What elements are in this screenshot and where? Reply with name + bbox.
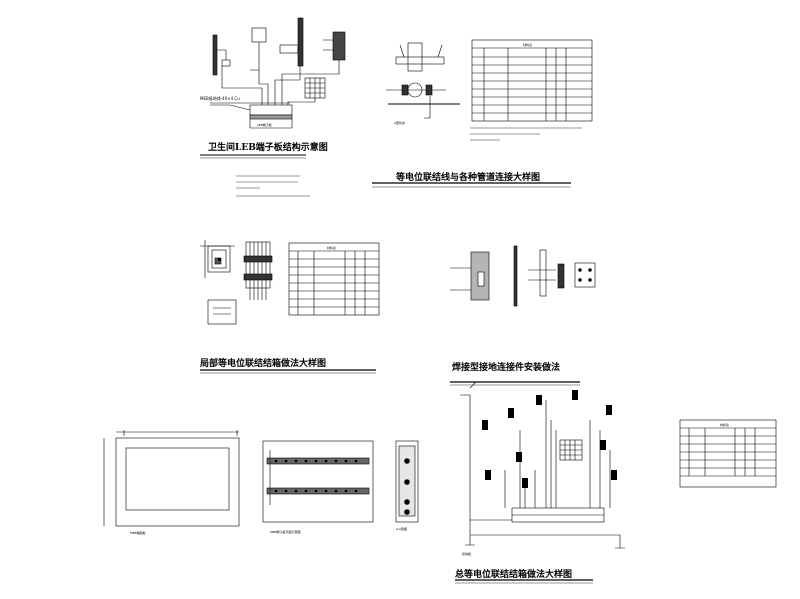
table-3-title: 材料表	[720, 422, 729, 427]
title-local-bond: 局部等电位联结结箱做法大样图	[200, 357, 326, 369]
main-bond-drawing	[460, 381, 625, 549]
title-main-bond: 总等电位联结结箱做法大样图	[455, 568, 572, 580]
local-bond-box-drawing	[200, 240, 273, 325]
pipe-bonding-drawing	[386, 42, 460, 119]
table-3	[679, 419, 777, 488]
meb-terminal-plan	[262, 440, 374, 523]
bathroom-leb-drawing	[210, 17, 346, 129]
title-steel-weld: 焊接型接地连接件安装做法	[452, 361, 560, 373]
table-1	[471, 39, 593, 122]
table-2	[288, 242, 380, 316]
title-bathroom: 卫生间LEB端子板结构示意图	[208, 141, 328, 153]
section-label: A-A剖面	[396, 526, 407, 531]
meb-panel-plan	[103, 430, 240, 527]
welded-connector-drawing	[450, 245, 596, 307]
table-2-title: 材料表	[327, 245, 336, 250]
plan-label: MEB箱面板	[130, 530, 146, 535]
terminal-dots	[274, 459, 358, 493]
meb-section	[395, 440, 419, 523]
table-1-title: 材料表	[523, 42, 532, 47]
box-label: LEB端子板	[257, 122, 272, 127]
terminal-label: MEB端子板平面示意图	[270, 529, 301, 534]
bath-note: MEB接地线-40×4 Cu	[200, 95, 240, 101]
bolt-glyphs	[218, 258, 617, 488]
title-equip-bond: 等电位联结线与各种管道连接大样图	[395, 171, 540, 183]
pipe-tag: A型管夹	[394, 120, 405, 125]
ground-label: 接地极	[462, 551, 471, 556]
